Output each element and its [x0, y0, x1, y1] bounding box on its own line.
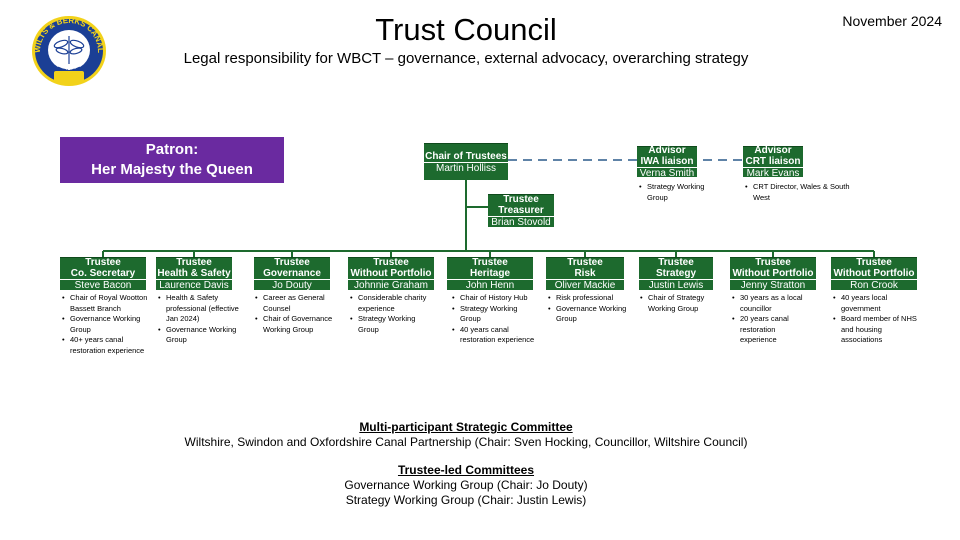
trustee-committees-heading: Trustee-led Committees: [397, 463, 535, 477]
trustee-notes: 40 years local government Board member o…: [831, 293, 917, 346]
note-item: Governance Working Group: [156, 325, 246, 346]
trustee-name: Steve Bacon: [60, 279, 146, 291]
trustee-name: Jenny Stratton: [730, 279, 816, 291]
trustee-box: Trustee Without Portfolio Johnnie Graham: [348, 257, 434, 291]
trustee-portfolio: Health & Safety: [157, 268, 231, 279]
note-item: Health & Safety professional (effective …: [156, 293, 246, 325]
note-item: 40 years canal restoration experience: [450, 325, 536, 346]
trustee-name: Justin Lewis: [639, 279, 713, 291]
advisor-name: Verna Smith: [637, 167, 697, 179]
multi-committee-heading: Multi-participant Strategic Committee: [359, 420, 573, 434]
trustee-portfolio: Without Portfolio: [350, 268, 432, 279]
note-item: 40 years local government: [831, 293, 917, 314]
trustee-box: Trustee Health & Safety Laurence Davis: [156, 257, 232, 291]
patron-box: Patron: Her Majesty the Queen: [60, 137, 284, 183]
note-item: Governance Working Group: [60, 314, 148, 335]
trustee-notes: Chair of Royal Wootton Bassett Branch Go…: [60, 293, 148, 356]
trustee-box: Trustee Without Portfolio Ron Crook: [831, 257, 917, 291]
treasurer-box: Trustee Treasurer Brian Stovold: [488, 194, 554, 228]
trustee-name: Ron Crook: [831, 279, 917, 291]
wbct-logo: WILTS & BERKS CANAL TRUST: [30, 14, 108, 88]
advisor-box: Advisor IWA liaison Verna Smith: [637, 145, 697, 179]
trustee-box: Trustee Strategy Justin Lewis: [639, 257, 713, 291]
committees-section: Multi-participant Strategic Committee Wi…: [0, 420, 932, 508]
advisor-role: Advisor: [648, 145, 686, 156]
trustee-notes: Career as General Counsel Chair of Gover…: [253, 293, 345, 335]
trustee-notes: Risk professional Governance Working Gro…: [546, 293, 634, 325]
advisor-box: Advisor CRT liaison Mark Evans: [743, 145, 803, 179]
advisor-role: Advisor: [754, 145, 792, 156]
trustee-box: Trustee Risk Oliver Mackie: [546, 257, 624, 291]
advisor-name: Mark Evans: [743, 167, 803, 179]
trustee-role: Trustee: [567, 257, 603, 268]
trustee-notes: Chair of History Hub Strategy Working Gr…: [450, 293, 536, 346]
trustee-notes: Health & Safety professional (effective …: [156, 293, 246, 346]
trustee-portfolio: Risk: [574, 268, 596, 279]
trustee-portfolio: Co. Secretary: [70, 268, 136, 279]
trustee-name: Laurence Davis: [156, 279, 232, 291]
treasurer-name: Brian Stovold: [488, 216, 554, 228]
trustee-notes: Considerable charity experience Strategy…: [348, 293, 438, 335]
note-item: Chair of History Hub: [450, 293, 536, 304]
trustee-notes: Chair of Strategy Working Group: [638, 293, 722, 314]
note-item: Chair of Governance Working Group: [253, 314, 345, 335]
note-item: Governance Working Group: [546, 304, 634, 325]
note-item: Considerable charity experience: [348, 293, 438, 314]
trustee-name: Jo Douty: [254, 279, 330, 291]
trustee-role: Trustee: [373, 257, 409, 268]
trustee-committee-line: Governance Working Group (Chair: Jo Dout…: [344, 478, 588, 492]
trustee-box: Trustee Governance Jo Douty: [254, 257, 330, 291]
patron-label: Patron:: [145, 141, 199, 158]
trustee-box: Trustee Heritage John Henn: [447, 257, 533, 291]
trustee-portfolio: Without Portfolio: [833, 268, 915, 279]
advisor-notes: Strategy Working Group: [637, 182, 727, 203]
note-item: Career as General Counsel: [253, 293, 345, 314]
multi-committee-line: Wiltshire, Swindon and Oxfordshire Canal…: [184, 435, 748, 449]
date-label: November 2024: [842, 13, 942, 29]
note-item: Strategy Working Group: [637, 182, 727, 203]
advisor-sub: IWA liaison: [640, 156, 694, 167]
patron-name: Her Majesty the Queen: [91, 161, 253, 178]
page-title: Trust Council: [375, 12, 557, 47]
note-item: Strategy Working Group: [348, 314, 438, 335]
advisor-notes: CRT Director, Wales & South West: [743, 182, 853, 203]
note-item: Chair of Strategy Working Group: [638, 293, 722, 314]
trustee-role: Trustee: [755, 257, 791, 268]
trustee-box: Trustee Without Portfolio Jenny Stratton: [730, 257, 816, 291]
trustee-name: Johnnie Graham: [348, 279, 434, 291]
trustee-portfolio: Strategy: [655, 268, 696, 279]
trustee-role: Trustee: [658, 257, 694, 268]
trustee-role: Trustee: [176, 257, 212, 268]
trustee-portfolio: Heritage: [469, 268, 510, 279]
trustee-role: Trustee: [85, 257, 121, 268]
note-item: 40+ years canal restoration experience: [60, 335, 148, 356]
trustee-portfolio: Governance: [263, 268, 321, 279]
trustee-box: Trustee Co. Secretary Steve Bacon: [60, 257, 146, 291]
trustee-role: Trustee: [856, 257, 892, 268]
note-item: CRT Director, Wales & South West: [743, 182, 853, 203]
trustee-name: Oliver Mackie: [546, 279, 624, 291]
advisor-sub: CRT liaison: [745, 156, 801, 167]
note-item: Strategy Working Group: [450, 304, 536, 325]
chair-name: Martin Holliss: [424, 161, 508, 174]
trustee-notes: 30 years as a local councillor 20 years …: [730, 293, 814, 346]
trustee-role: Trustee: [472, 257, 508, 268]
treasurer-role: Trustee Treasurer: [498, 194, 544, 216]
note-item: 30 years as a local councillor: [730, 293, 814, 314]
note-item: 20 years canal restoration experience: [730, 314, 814, 346]
chair-role: Chair of Trustees: [425, 150, 507, 162]
note-item: Board member of NHS and housing associat…: [831, 314, 917, 346]
trustee-role: Trustee: [274, 257, 310, 268]
chair-box: Chair of Trustees Martin Holliss: [424, 143, 508, 180]
page-subtitle: Legal responsibility for WBCT – governan…: [183, 50, 749, 67]
note-item: Chair of Royal Wootton Bassett Branch: [60, 293, 148, 314]
trustee-name: John Henn: [447, 279, 533, 291]
trustee-committee-line: Strategy Working Group (Chair: Justin Le…: [345, 493, 587, 507]
note-item: Risk professional: [546, 293, 634, 304]
trustee-portfolio: Without Portfolio: [732, 268, 814, 279]
